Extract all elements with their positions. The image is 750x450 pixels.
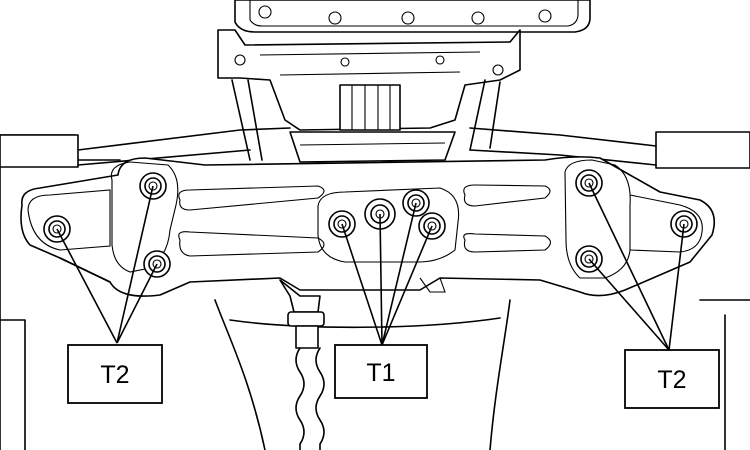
callout-label: T2: [100, 361, 129, 389]
control-rod: [279, 277, 446, 450]
leader-lines: [56, 182, 685, 351]
chassis-outline: [0, 127, 750, 450]
callout-label: T2: [657, 366, 686, 394]
transmission-bracket: [217, 29, 521, 163]
callout-t2-left: T2: [67, 344, 163, 404]
oil-pan: [234, 0, 591, 33]
callout-t1-center: T1: [334, 344, 428, 399]
crossmember: [20, 156, 716, 297]
callout-t2-right: T2: [624, 349, 720, 409]
callout-label: T1: [366, 359, 395, 387]
